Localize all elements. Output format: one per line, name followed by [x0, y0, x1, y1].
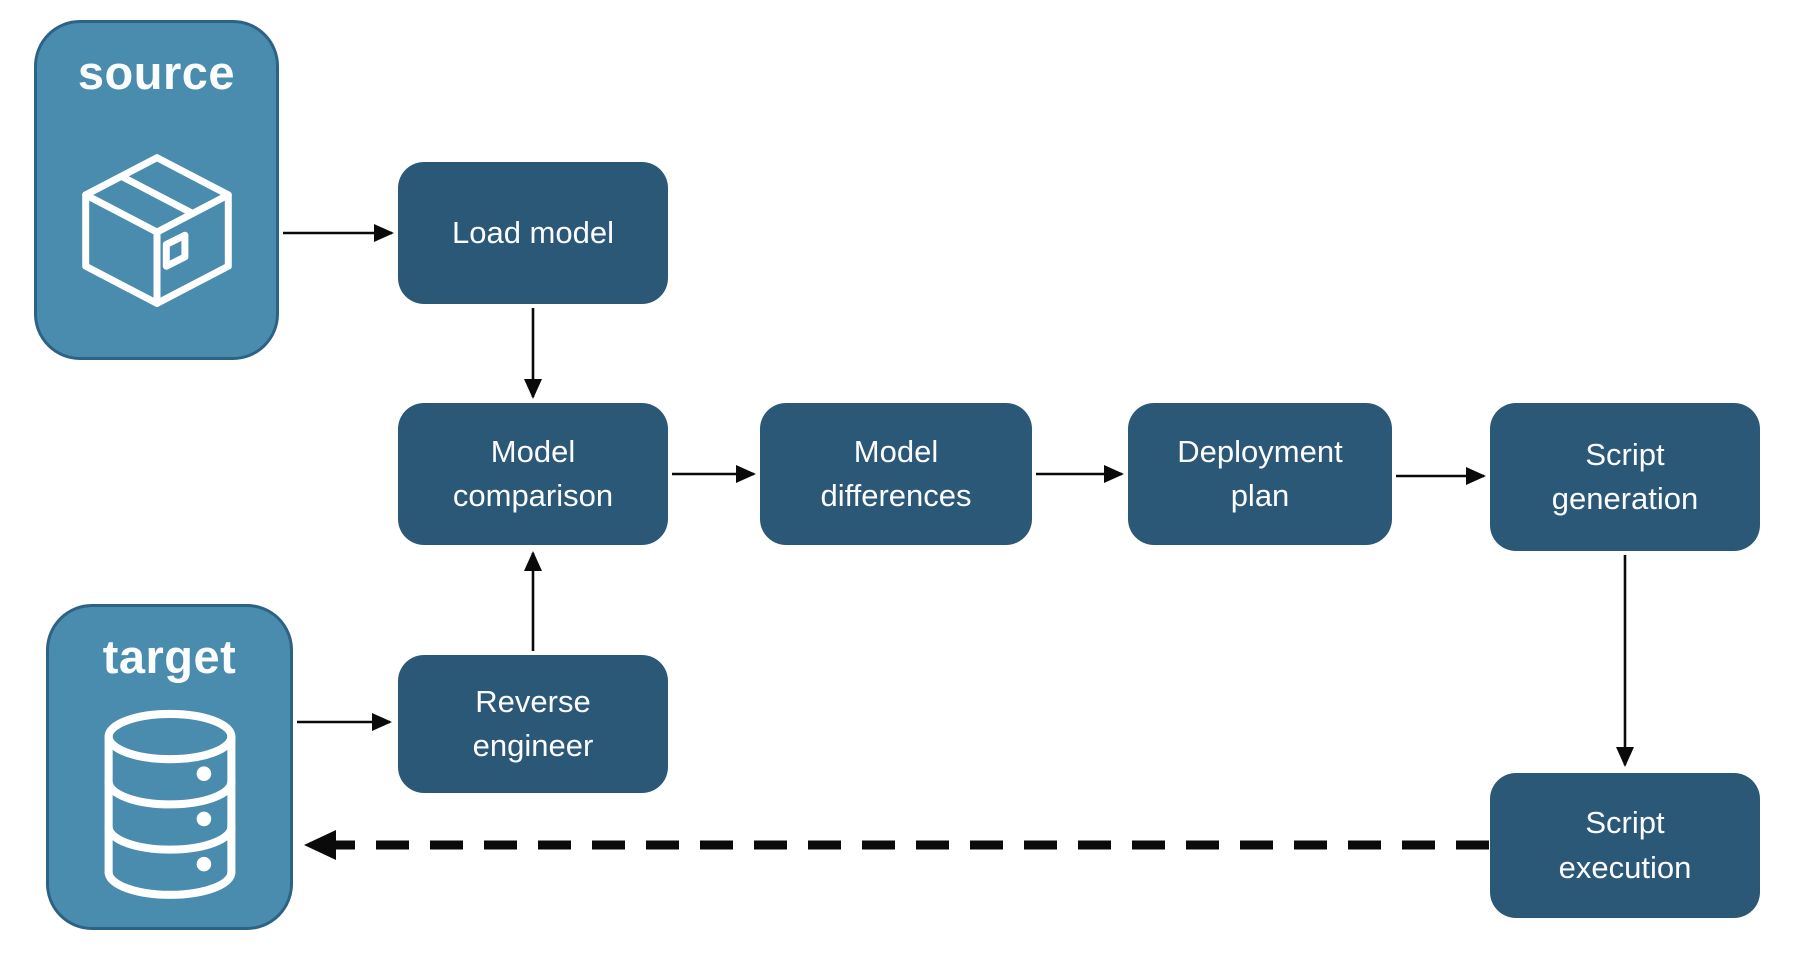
node-target: target [46, 604, 293, 930]
node-model-comparison: Model comparison [398, 403, 668, 545]
node-script-execution-label: Script execution [1558, 805, 1692, 885]
node-deployment-plan-label: Deployment plan [1177, 433, 1343, 513]
node-reverse-engineer: Reverse engineer [398, 655, 668, 793]
database-icon [49, 684, 290, 927]
package-icon [37, 100, 276, 357]
node-reverse-engineer-label: Reverse engineer [472, 683, 594, 763]
node-script-generation: Script generation [1490, 403, 1760, 551]
node-script-execution: Script execution [1490, 773, 1760, 918]
node-source: source [34, 20, 279, 360]
target-label: target [102, 630, 237, 683]
node-model-differences-label: Model differences [820, 433, 972, 513]
node-script-generation-label: Script generation [1551, 436, 1699, 516]
node-model-comparison-label: Model comparison [452, 433, 614, 513]
source-label: source [77, 46, 236, 99]
node-load-model-label: Load model [451, 214, 614, 250]
node-deployment-plan: Deployment plan [1128, 403, 1392, 545]
node-model-differences: Model differences [760, 403, 1032, 545]
node-load-model: Load model [398, 162, 668, 304]
